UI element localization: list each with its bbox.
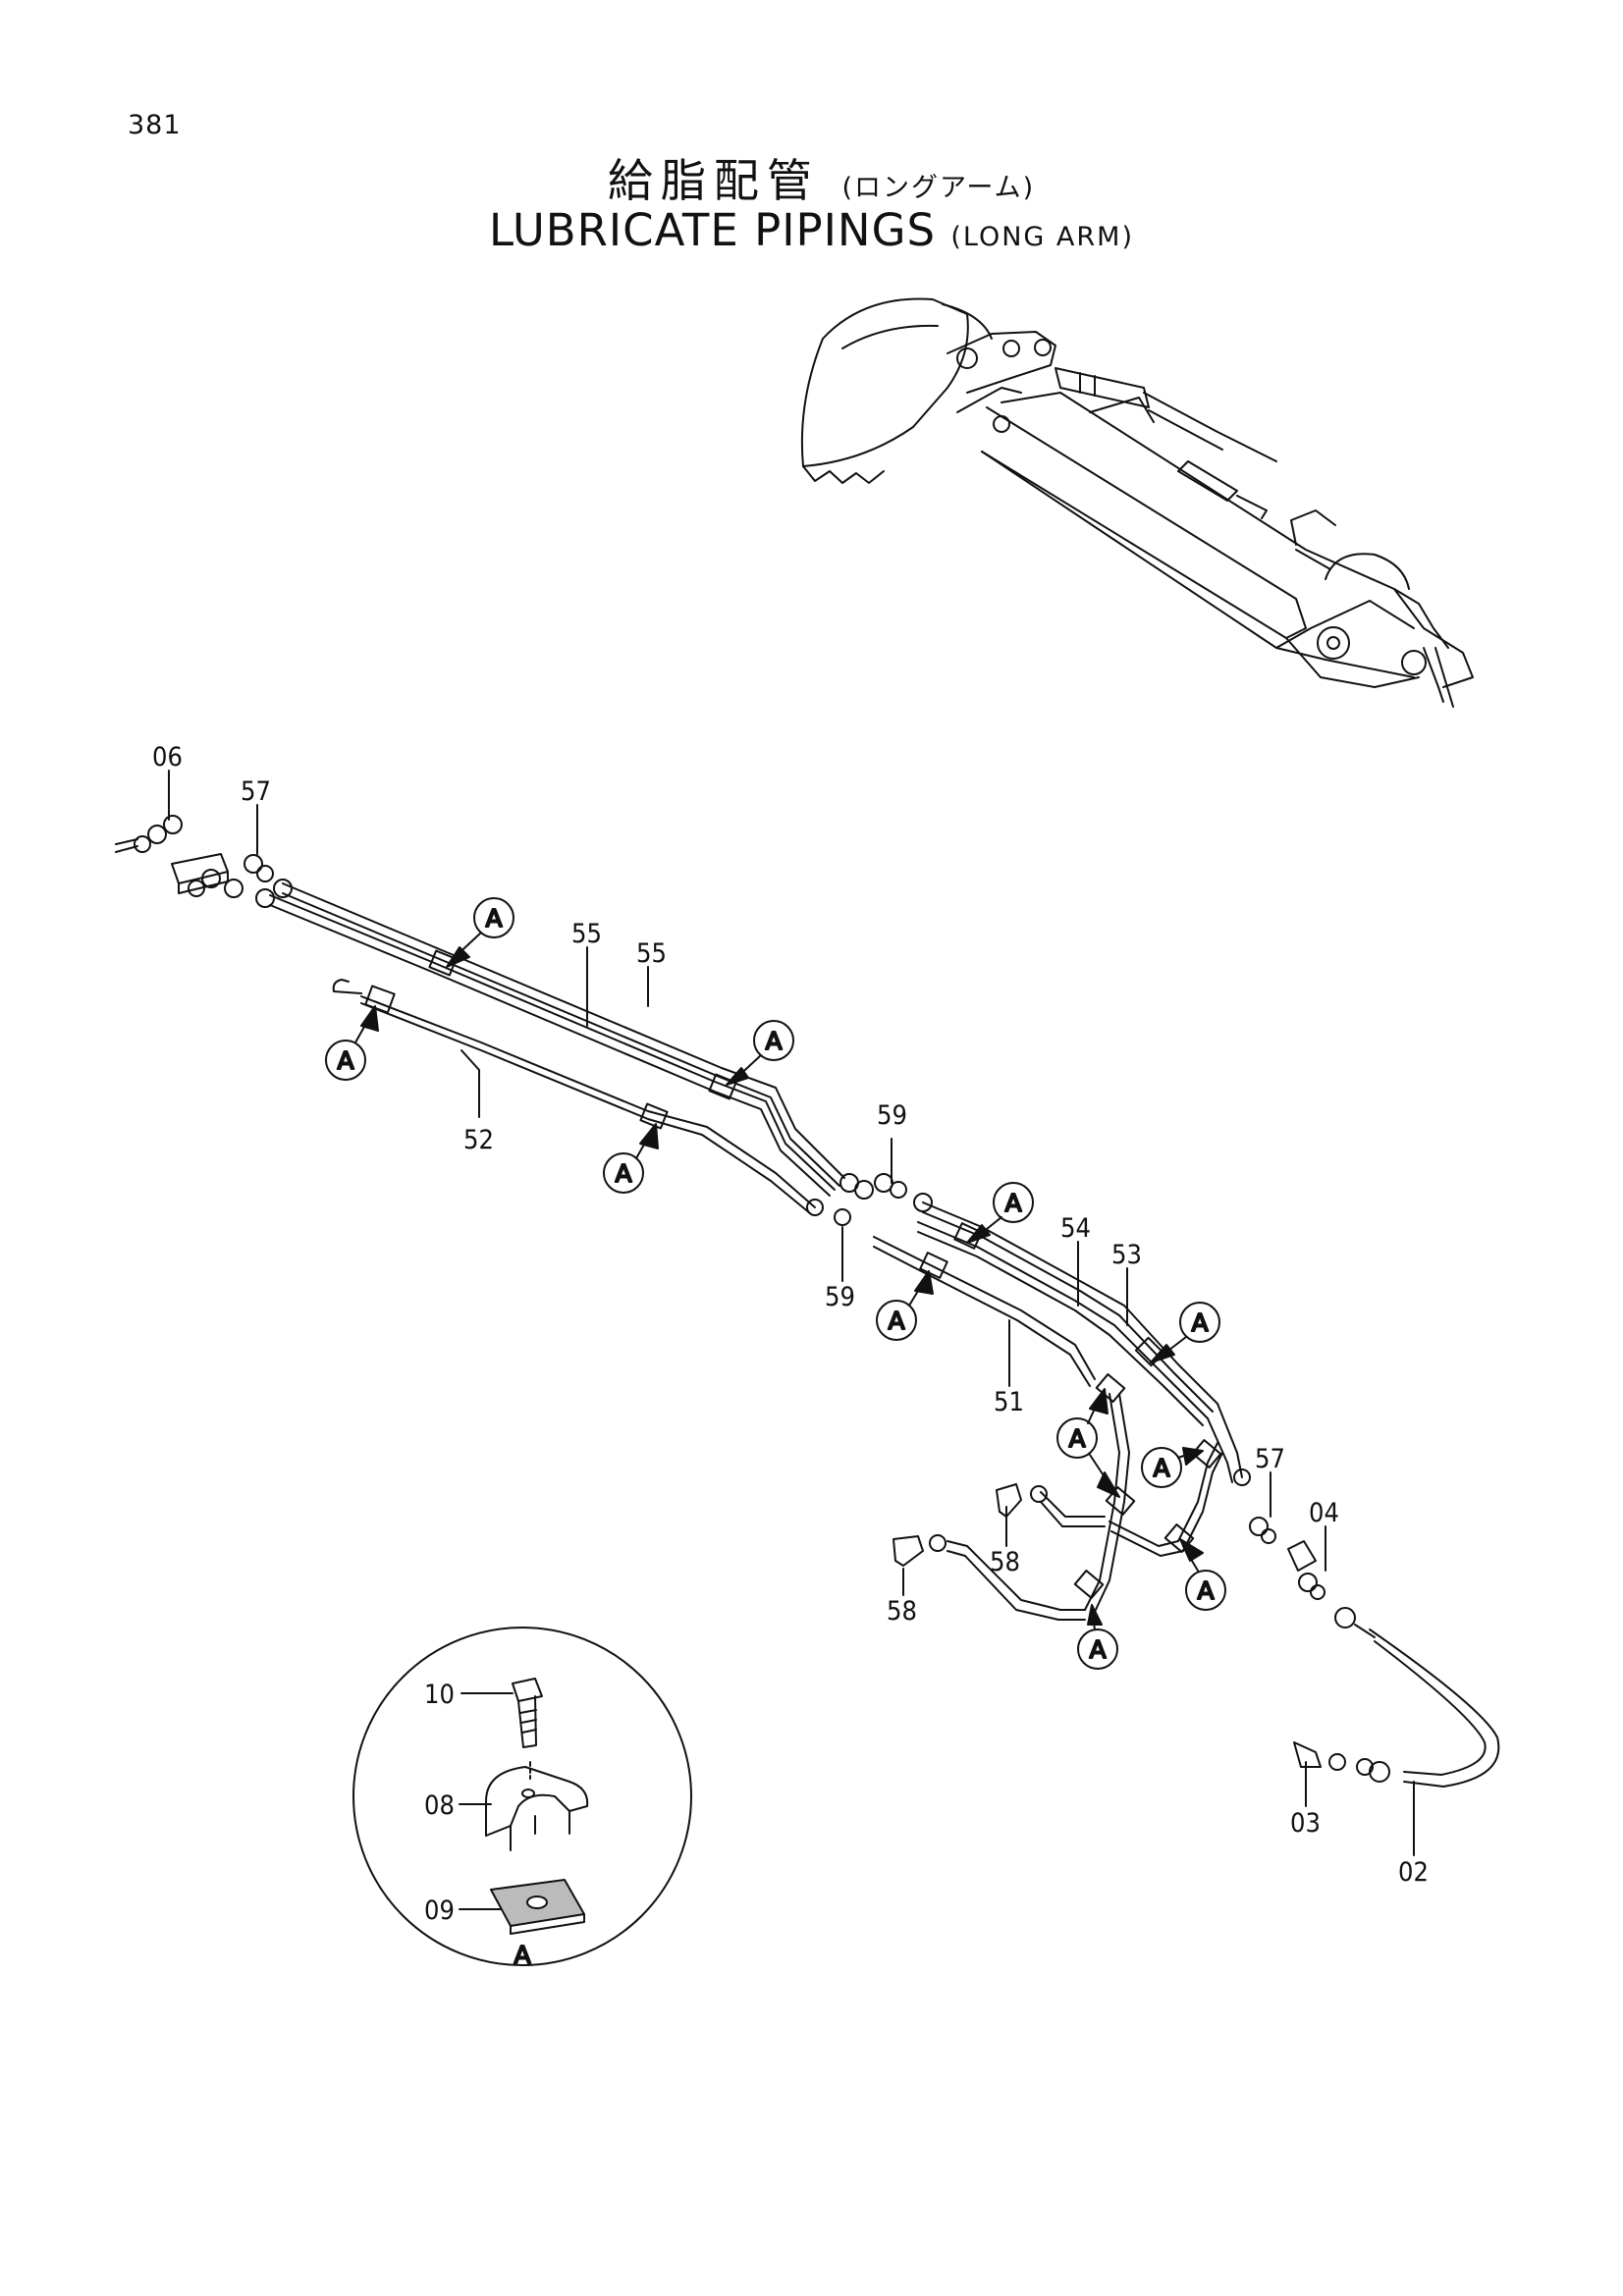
arm-overview-illustration — [800, 297, 1474, 708]
part-label-55: 55 — [636, 938, 667, 969]
callout-letter: A — [1191, 1308, 1208, 1337]
part-label-52: 52 — [463, 1125, 494, 1155]
callout-letter: A — [1197, 1576, 1214, 1605]
manifold-fittings — [115, 815, 274, 898]
part-number-labels: 06 57 55 55 52 59 59 54 53 51 57 04 58 5… — [152, 742, 1429, 1926]
callout-a-2 — [325, 1005, 379, 1081]
callout-a-3 — [726, 1020, 794, 1086]
callout-a-1 — [446, 897, 514, 968]
callout-letter: A — [765, 1027, 782, 1055]
part-label-55: 55 — [571, 919, 602, 949]
callout-letter: A — [615, 1159, 631, 1188]
callout-a-7 — [1150, 1302, 1220, 1363]
page-number: 381 — [128, 110, 182, 140]
part-label-59: 59 — [825, 1282, 855, 1312]
detail-view-letter: A — [514, 1941, 530, 1969]
title-english-main: LUBRICATE PIPINGS — [489, 204, 937, 256]
part-label-53: 53 — [1111, 1240, 1142, 1270]
part-label-03: 03 — [1290, 1808, 1321, 1839]
callout-a-6 — [876, 1270, 934, 1341]
leader-lines — [168, 770, 1415, 1856]
callout-letter: A — [1153, 1454, 1169, 1482]
part-label-58: 58 — [887, 1596, 917, 1627]
detail-view-a: A — [352, 1627, 692, 1970]
part-label-57: 57 — [1255, 1444, 1285, 1474]
title-japanese-main: 給脂配管 — [607, 154, 820, 207]
title-japanese: 給脂配管 (ロングアーム) — [0, 145, 1623, 210]
part-label-10: 10 — [424, 1680, 455, 1710]
part-label-08: 08 — [424, 1790, 455, 1821]
title-english: LUBRICATE PIPINGS (LONG ARM) — [0, 204, 1623, 256]
callout-a-4 — [603, 1123, 659, 1194]
callout-letter: A — [1089, 1635, 1106, 1664]
callout-a-11 — [1077, 1604, 1118, 1670]
part-label-54: 54 — [1060, 1213, 1091, 1244]
callout-letter: A — [337, 1046, 353, 1075]
part-label-59: 59 — [877, 1100, 907, 1131]
callout-a-9 — [1141, 1447, 1204, 1488]
callout-a-8 — [1056, 1388, 1120, 1498]
part-label-02: 02 — [1398, 1857, 1429, 1888]
callout-letter: A — [888, 1307, 904, 1335]
pipe-assembly — [115, 815, 1500, 1788]
part-label-06: 06 — [152, 742, 183, 773]
callout-a-5 — [966, 1182, 1034, 1244]
part-label-57: 57 — [241, 776, 271, 807]
part-label-09: 09 — [424, 1896, 455, 1926]
part-label-58: 58 — [990, 1547, 1020, 1577]
callout-letter: A — [485, 904, 502, 933]
clamp-callouts: A A A A A A A A A A A — [325, 897, 1226, 1670]
callout-a-10 — [1179, 1538, 1226, 1611]
part-label-51: 51 — [994, 1387, 1024, 1417]
title-english-sub: (LONG ARM) — [950, 222, 1134, 252]
callout-letter: A — [1068, 1424, 1085, 1453]
title-japanese-sub: (ロングアーム) — [841, 173, 1036, 203]
part-label-04: 04 — [1309, 1498, 1339, 1528]
callout-letter: A — [1004, 1189, 1021, 1217]
